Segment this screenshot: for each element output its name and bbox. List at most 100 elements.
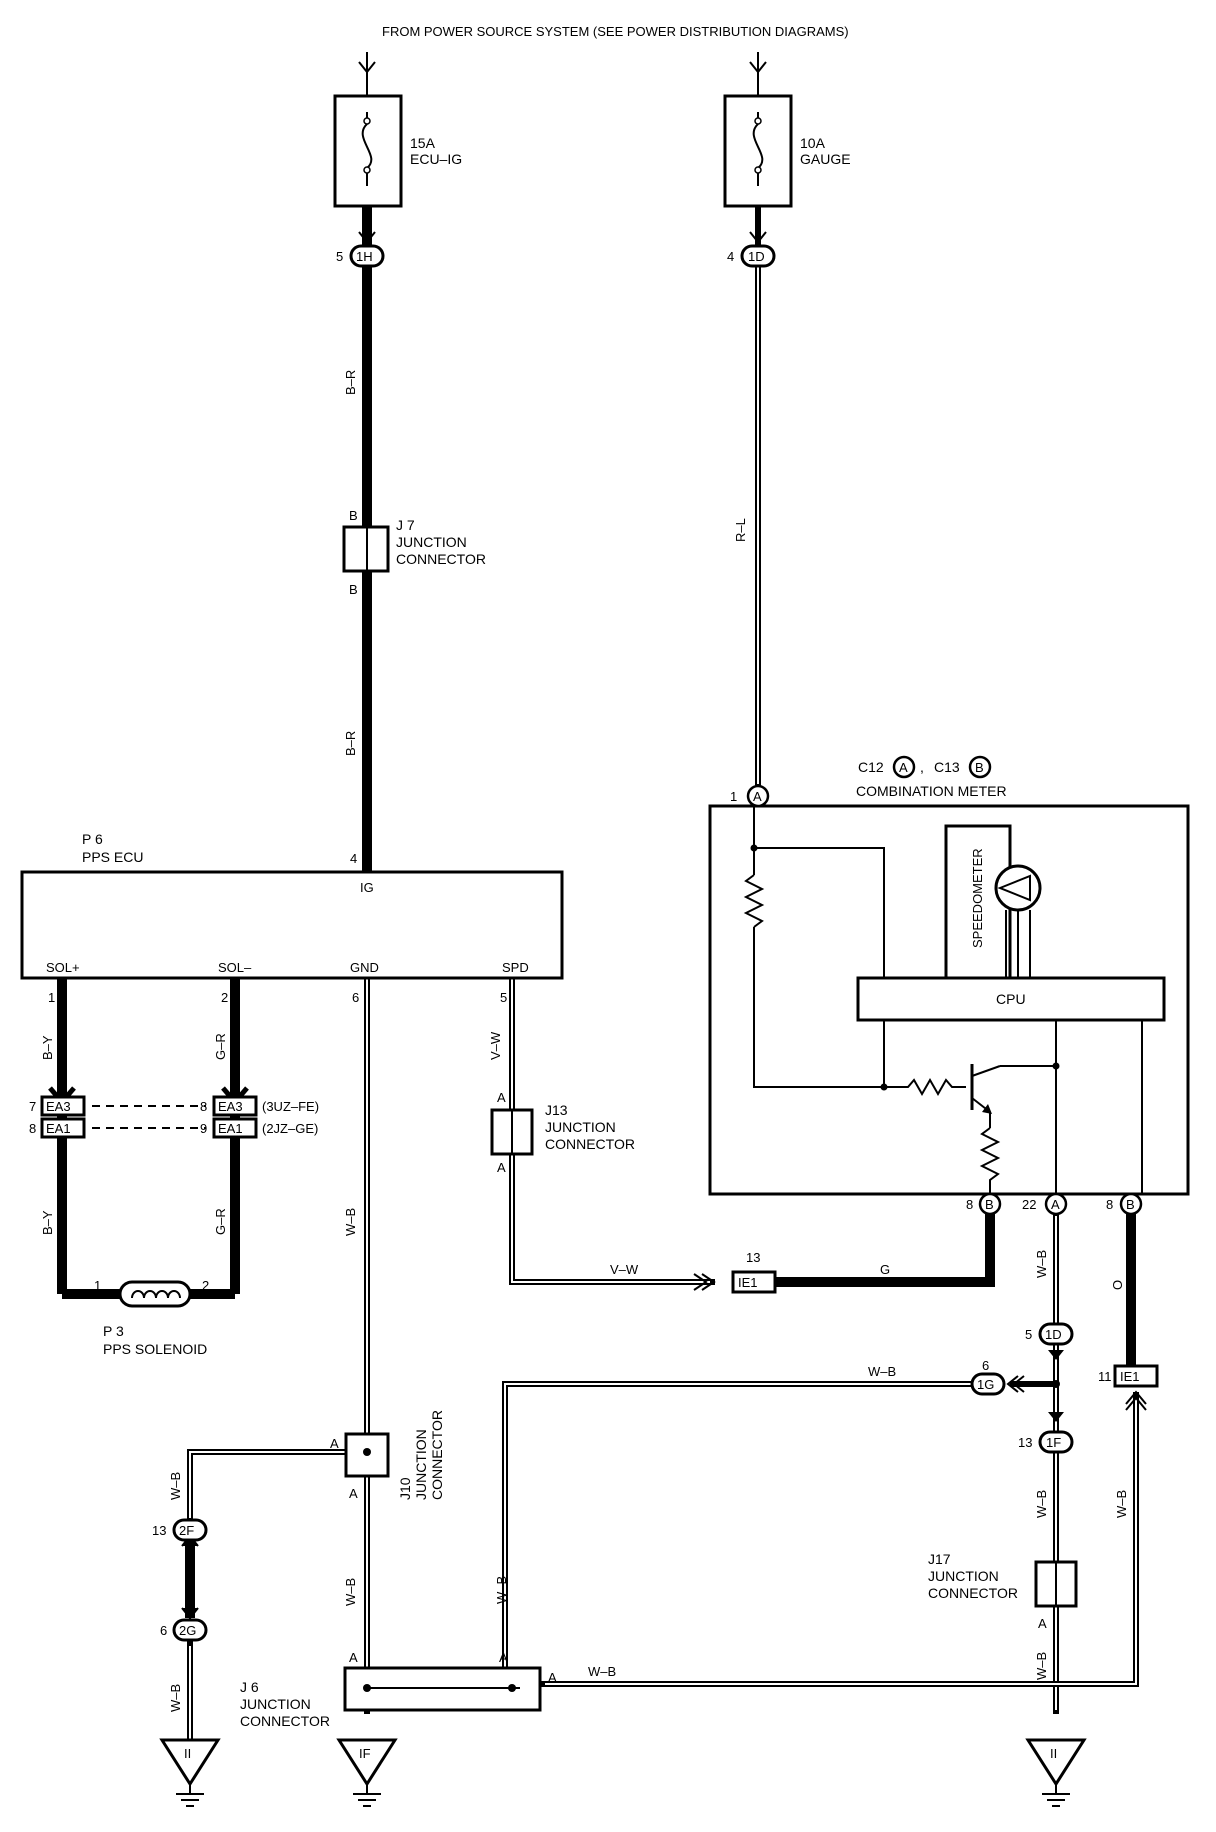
ecu-spd-label: SPD bbox=[502, 960, 529, 975]
label-w-b-right-vert: W–B bbox=[1114, 1490, 1129, 1518]
svg-text:J10: J10 bbox=[397, 1477, 413, 1500]
svg-text:IE1: IE1 bbox=[738, 1275, 758, 1290]
junction-j13: A A J13 JUNCTION CONNECTOR bbox=[490, 1090, 635, 1175]
svg-text:A: A bbox=[548, 1670, 557, 1685]
solenoid-name: PPS SOLENOID bbox=[103, 1341, 207, 1357]
connector-2g: 2G 6 bbox=[160, 1618, 208, 1642]
fuse-ecu-ig-name: ECU–IG bbox=[410, 151, 462, 167]
connector-1d-top: 1D 4 bbox=[727, 244, 776, 268]
ground-ii-right: II bbox=[1025, 1738, 1087, 1807]
svg-text:B: B bbox=[975, 760, 984, 775]
label-w-b-gnd-low: W–B bbox=[343, 1578, 358, 1606]
pps-ecu: P 6 PPS ECU 4 IG SOL+ SOL– GND SPD 1 2 6… bbox=[20, 831, 564, 1005]
ecu-gnd-pin: 6 bbox=[352, 990, 359, 1005]
label-v-w-vert: V–W bbox=[488, 1031, 503, 1060]
svg-text:B: B bbox=[1126, 1197, 1135, 1212]
connector-1d-mid: 1D 5 bbox=[1025, 1322, 1074, 1360]
j7-pin-top: B bbox=[349, 508, 358, 523]
svg-text:8: 8 bbox=[29, 1121, 36, 1136]
svg-text:CONNECTOR: CONNECTOR bbox=[240, 1713, 330, 1729]
svg-text:C12: C12 bbox=[858, 759, 884, 775]
svg-text:JUNCTION: JUNCTION bbox=[413, 1429, 429, 1500]
connector-1h: 1H 5 bbox=[336, 244, 385, 268]
svg-text:CONNECTOR: CONNECTOR bbox=[545, 1136, 635, 1152]
label-w-b-j6: W–B bbox=[588, 1664, 616, 1679]
solenoid-ref: P 3 bbox=[103, 1323, 124, 1339]
power-source-note: FROM POWER SOURCE SYSTEM (SEE POWER DIST… bbox=[382, 24, 849, 39]
svg-text:5: 5 bbox=[1025, 1327, 1032, 1342]
ecu-ig-pin: 4 bbox=[350, 851, 357, 866]
fuse-ecu-ig: 15A ECU–IG bbox=[333, 52, 462, 208]
junction-j7: B B J 7 JUNCTION CONNECTOR bbox=[342, 508, 486, 597]
label-b-r-bottom: B–R bbox=[343, 731, 358, 756]
svg-text:(2JZ–GE): (2JZ–GE) bbox=[262, 1121, 318, 1136]
svg-text:A: A bbox=[349, 1486, 358, 1501]
svg-text:22: 22 bbox=[1022, 1197, 1036, 1212]
connector-ie1-right: IE1 11 bbox=[1098, 1364, 1159, 1388]
svg-text:A: A bbox=[330, 1436, 339, 1451]
svg-text:,: , bbox=[920, 759, 924, 775]
svg-text:A: A bbox=[497, 1090, 506, 1105]
label-w-b-meter: W–B bbox=[1034, 1250, 1049, 1278]
label-g-r-bottom: G–R bbox=[213, 1208, 228, 1235]
svg-text:A: A bbox=[753, 789, 762, 804]
meter-speedometer: SPEEDOMETER bbox=[970, 848, 985, 948]
ecu-sol-minus-pin: 2 bbox=[221, 990, 228, 1005]
svg-text:9: 9 bbox=[200, 1121, 207, 1136]
svg-text:COMBINATION METER: COMBINATION METER bbox=[856, 783, 1007, 799]
svg-text:A: A bbox=[349, 1650, 358, 1665]
svg-text:C13: C13 bbox=[934, 759, 960, 775]
label-g-r-top: G–R bbox=[213, 1033, 228, 1060]
svg-text:EA3: EA3 bbox=[46, 1099, 71, 1114]
pps-solenoid: 1 2 P 3 PPS SOLENOID bbox=[94, 1278, 209, 1357]
svg-text:A: A bbox=[1038, 1616, 1047, 1631]
j7-id: J 7 bbox=[396, 517, 415, 533]
wire-g bbox=[775, 1204, 995, 1287]
svg-text:EA1: EA1 bbox=[46, 1121, 71, 1136]
fuse-ecu-ig-amp: 15A bbox=[410, 135, 436, 151]
svg-text:II: II bbox=[1050, 1746, 1057, 1761]
svg-text:1D: 1D bbox=[748, 249, 765, 264]
svg-text:B: B bbox=[985, 1197, 994, 1212]
svg-text:II: II bbox=[184, 1746, 191, 1761]
svg-text:J13: J13 bbox=[545, 1102, 568, 1118]
ecu-spd-pin: 5 bbox=[500, 990, 507, 1005]
label-w-b-top-horiz: W–B bbox=[868, 1364, 896, 1379]
label-b-y-top: B–Y bbox=[40, 1035, 55, 1060]
label-r-l: R–L bbox=[733, 518, 748, 542]
svg-text:1G: 1G bbox=[977, 1377, 994, 1392]
svg-text:2G: 2G bbox=[179, 1623, 196, 1638]
svg-text:EA3: EA3 bbox=[218, 1099, 243, 1114]
svg-text:1D: 1D bbox=[1045, 1327, 1062, 1342]
svg-text:A: A bbox=[497, 1160, 506, 1175]
svg-text:6: 6 bbox=[982, 1358, 989, 1373]
label-v-w-horiz: V–W bbox=[610, 1262, 639, 1277]
label-o: O bbox=[1110, 1280, 1125, 1290]
junction-j17: A J17 JUNCTION CONNECTOR bbox=[928, 1551, 1078, 1631]
svg-text:A: A bbox=[899, 760, 908, 775]
svg-text:IF: IF bbox=[359, 1746, 371, 1761]
svg-text:JUNCTION: JUNCTION bbox=[240, 1696, 311, 1712]
meter-cpu: CPU bbox=[996, 991, 1026, 1007]
connector-1f: 1F 13 bbox=[1018, 1412, 1074, 1454]
svg-text:13: 13 bbox=[746, 1250, 760, 1265]
label-b-y-bottom: B–Y bbox=[40, 1210, 55, 1235]
svg-text:1F: 1F bbox=[1046, 1435, 1061, 1450]
junction-j6: A A A J 6 JUNCTION CONNECTOR bbox=[240, 1650, 557, 1729]
j7-line1: JUNCTION bbox=[396, 534, 467, 550]
svg-text:IE1: IE1 bbox=[1120, 1369, 1140, 1384]
wire-w-b-left bbox=[187, 1449, 354, 1522]
junction-j10: A A J10 JUNCTION CONNECTOR bbox=[330, 1410, 445, 1501]
combination-meter: C12 A , C13 B COMBINATION METER A 1 bbox=[708, 755, 1190, 1216]
svg-text:CONNECTOR: CONNECTOR bbox=[429, 1410, 445, 1500]
svg-text:JUNCTION: JUNCTION bbox=[928, 1568, 999, 1584]
svg-text:A: A bbox=[499, 1650, 508, 1665]
solenoid-pin2: 2 bbox=[202, 1278, 209, 1293]
svg-text:1: 1 bbox=[730, 789, 737, 804]
ecu-sol-minus-label: SOL– bbox=[218, 960, 252, 975]
label-g: G bbox=[880, 1262, 890, 1277]
wire-w-b-loop bbox=[502, 1381, 972, 1679]
svg-text:1H: 1H bbox=[356, 249, 373, 264]
ecu-ref: P 6 bbox=[82, 831, 103, 847]
